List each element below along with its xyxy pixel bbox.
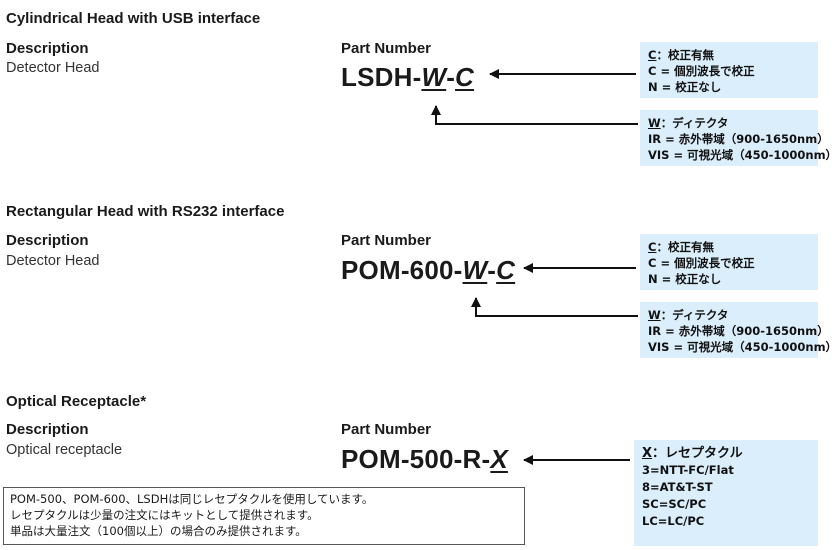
detector-option: VIS = 可視光域（450-1000nm） xyxy=(648,148,837,162)
part-sep: - xyxy=(487,255,497,285)
part-number-label: Part Number xyxy=(341,40,432,57)
calibration-option: N = 校正なし xyxy=(648,80,722,94)
note-line: レセプタクルは少量の注文にはキットとして提供されます。 xyxy=(10,508,319,522)
note-line: POM-500、POM-600、LSDHは同じレセプタクルを使用しています。 xyxy=(10,492,374,506)
section-title-receptacle: Optical Receptacle* xyxy=(6,393,147,410)
detector-option: IR = 赤外帯域（900-1650nm） xyxy=(648,324,829,338)
arrows-layer xyxy=(431,69,638,465)
detector-title: W：ディテクタ xyxy=(648,116,729,130)
part-number-pom500: POM-500-R-X xyxy=(341,444,508,474)
part-number-label: Part Number xyxy=(341,421,432,438)
calibration-box: C：校正有無 C = 個別波長で校正 N = 校正なし xyxy=(640,42,818,98)
part-number-label: Part Number xyxy=(341,232,432,249)
receptacle-title: X：レセプタクル xyxy=(642,446,743,461)
part-var-receptacle: X xyxy=(490,444,508,474)
receptacle-option: SC=SC/PC xyxy=(642,497,707,511)
detector-title: W：ディテクタ xyxy=(648,308,729,322)
detector-box: W：ディテクタ IR = 赤外帯域（900-1650nm） VIS = 可視光域… xyxy=(640,110,837,166)
note-box: POM-500、POM-600、LSDHは同じレセプタクルを使用しています。 レ… xyxy=(3,487,525,545)
part-number-pom600: POM-600-W-C xyxy=(341,255,515,285)
part-prefix: POM-500-R- xyxy=(341,444,491,474)
part-prefix: POM-600- xyxy=(341,255,463,285)
receptacle-box: X：レセプタクル 3=NTT-FC/Flat 8=AT&T-ST SC=SC/P… xyxy=(634,440,818,546)
receptacle-option: 8=AT&T-ST xyxy=(642,480,713,494)
description-label: Description xyxy=(6,40,89,57)
arrow-detector xyxy=(471,297,638,317)
part-sep: - xyxy=(446,62,456,92)
receptacle-option: 3=NTT-FC/Flat xyxy=(642,463,734,477)
legend-key: X xyxy=(642,446,653,461)
receptacle-option: LC=LC/PC xyxy=(642,514,705,528)
detector-box: W：ディテクタ IR = 赤外帯域（900-1650nm） VIS = 可視光域… xyxy=(640,302,837,358)
arrow-detector xyxy=(431,105,638,125)
legend-key: W xyxy=(648,308,661,322)
description-value: Detector Head xyxy=(6,60,100,76)
legend-key: W xyxy=(648,116,661,130)
calibration-title: C：校正有無 xyxy=(648,48,714,62)
part-prefix: LSDH- xyxy=(341,62,422,92)
part-number-lsdh: LSDH-W-C xyxy=(341,62,474,92)
description-value: Optical receptacle xyxy=(6,442,123,458)
note-line: 単品は大量注文（100個以上）の場合のみ提供されます。 xyxy=(10,524,307,538)
section-title-usb: Cylindrical Head with USB interface xyxy=(6,10,261,27)
part-var-detector: W xyxy=(421,62,447,92)
calibration-option: C = 個別波長で校正 xyxy=(648,64,755,78)
description-value: Detector Head xyxy=(6,253,100,269)
calibration-title: C：校正有無 xyxy=(648,240,714,254)
calibration-option: C = 個別波長で校正 xyxy=(648,256,755,270)
calibration-box: C：校正有無 C = 個別波長で校正 N = 校正なし xyxy=(640,234,818,290)
detector-option: IR = 赤外帯域（900-1650nm） xyxy=(648,132,829,146)
legend-key: C xyxy=(648,48,657,62)
calibration-option: N = 校正なし xyxy=(648,272,722,286)
part-var-detector: W xyxy=(462,255,488,285)
part-var-calibration: C xyxy=(455,62,475,92)
part-var-calibration: C xyxy=(496,255,516,285)
description-label: Description xyxy=(6,232,89,249)
detector-option: VIS = 可視光域（450-1000nm） xyxy=(648,340,837,354)
section-title-rs232: Rectangular Head with RS232 interface xyxy=(6,203,285,220)
legend-key: C xyxy=(648,240,657,254)
description-label: Description xyxy=(6,421,89,438)
